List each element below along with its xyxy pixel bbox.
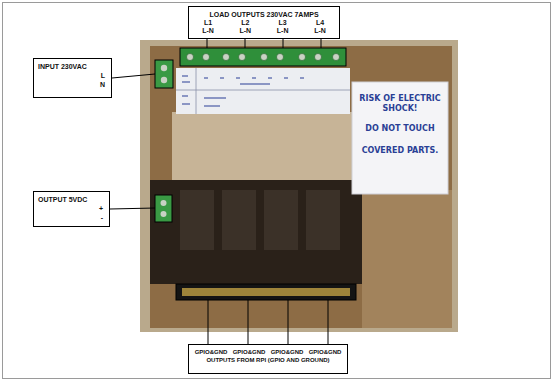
output-callout: OUTPUT 5VDC+- — [33, 191, 110, 227]
board-part — [328, 300, 329, 344]
board-part — [140, 40, 458, 332]
board-part — [161, 211, 167, 217]
board-part — [180, 190, 214, 250]
callout-text: OUTPUTS FROM RPI (GPIO AND GROUND) — [193, 356, 343, 364]
board-part — [176, 284, 356, 300]
text-row: OUTPUT 5VDC — [38, 195, 105, 204]
board-part — [155, 195, 172, 222]
board-part — [196, 68, 197, 114]
board-part — [208, 300, 209, 344]
text-row: INPUT 230VAC — [38, 62, 107, 71]
terminal-label: GPIO&GND — [231, 348, 267, 356]
terminal-label: L4 L-N — [305, 19, 335, 35]
warning-note: DO NOT TOUCH — [356, 124, 444, 134]
board-part — [182, 288, 350, 296]
callout-text: L — [38, 71, 105, 80]
board-part — [150, 46, 452, 328]
callout-text: + — [38, 204, 103, 213]
board-part — [362, 190, 452, 328]
board-part — [352, 82, 448, 194]
terminal-label: GPIO&GND — [269, 348, 305, 356]
board-part — [150, 180, 362, 284]
board-part — [155, 60, 173, 88]
text-row: - — [38, 213, 105, 222]
board-part — [161, 65, 167, 71]
text-row: GPIO&GNDGPIO&GNDGPIO&GNDGPIO&GND — [193, 348, 343, 356]
warning-note: COVERED PARTS. — [356, 146, 444, 156]
board-part — [182, 76, 304, 106]
leader-lines — [110, 37, 328, 344]
text-row: N — [38, 80, 107, 89]
callout-text: N — [38, 80, 105, 89]
photo — [140, 40, 458, 332]
board-part — [299, 54, 306, 61]
board-part — [112, 74, 155, 78]
board-part — [161, 200, 167, 206]
board-part — [161, 77, 167, 83]
text-row: OUTPUTS FROM RPI (GPIO AND GROUND) — [193, 356, 343, 364]
callout-text: - — [38, 213, 103, 222]
terminal-label: L1 L-N — [193, 19, 223, 35]
board-part — [187, 54, 340, 61]
board-part — [187, 54, 194, 61]
board-part — [176, 90, 350, 91]
input-callout: INPUT 230VACLN — [33, 58, 112, 98]
board-part — [239, 54, 246, 61]
terminal-label: L2 L-N — [230, 19, 260, 35]
callout-text: LOAD OUTPUTS 230VAC 7AMPS — [193, 10, 335, 19]
board-part — [264, 190, 298, 250]
text-row: LOAD OUTPUTS 230VAC 7AMPS — [193, 10, 335, 19]
board-part — [180, 48, 346, 66]
board-part — [222, 190, 256, 250]
callout-text: OUTPUT 5VDC — [38, 195, 105, 204]
board-part — [288, 300, 289, 344]
board-part — [203, 54, 210, 61]
terminal-label: GPIO&GND — [193, 348, 229, 356]
callout-text: INPUT 230VAC — [38, 62, 107, 71]
board-part — [277, 54, 284, 61]
board-part — [306, 190, 340, 250]
board-part — [223, 54, 230, 61]
board-part — [333, 54, 340, 61]
board-part — [248, 300, 249, 344]
figure-frame — [3, 3, 551, 379]
text-row: L1 L-N L2 L-N L3 L-N L4 L-N — [193, 19, 335, 35]
gpio-callout: GPIO&GNDGPIO&GNDGPIO&GNDGPIO&GNDOUTPUTS … — [188, 344, 348, 374]
terminal-label: GPIO&GND — [307, 348, 343, 356]
warning-note: RISK OF ELECTRIC SHOCK! — [356, 94, 444, 114]
board-part — [261, 54, 268, 61]
load-output-callout: LOAD OUTPUTS 230VAC 7AMPSL1 L-N L2 L-N L3 … — [188, 6, 340, 39]
board-part — [176, 68, 350, 114]
board-part — [110, 208, 155, 209]
board-part — [315, 54, 322, 61]
board-part — [172, 112, 352, 182]
text-row: L — [38, 71, 107, 80]
terminal-label: L3 L-N — [268, 19, 298, 35]
text-row: + — [38, 204, 105, 213]
